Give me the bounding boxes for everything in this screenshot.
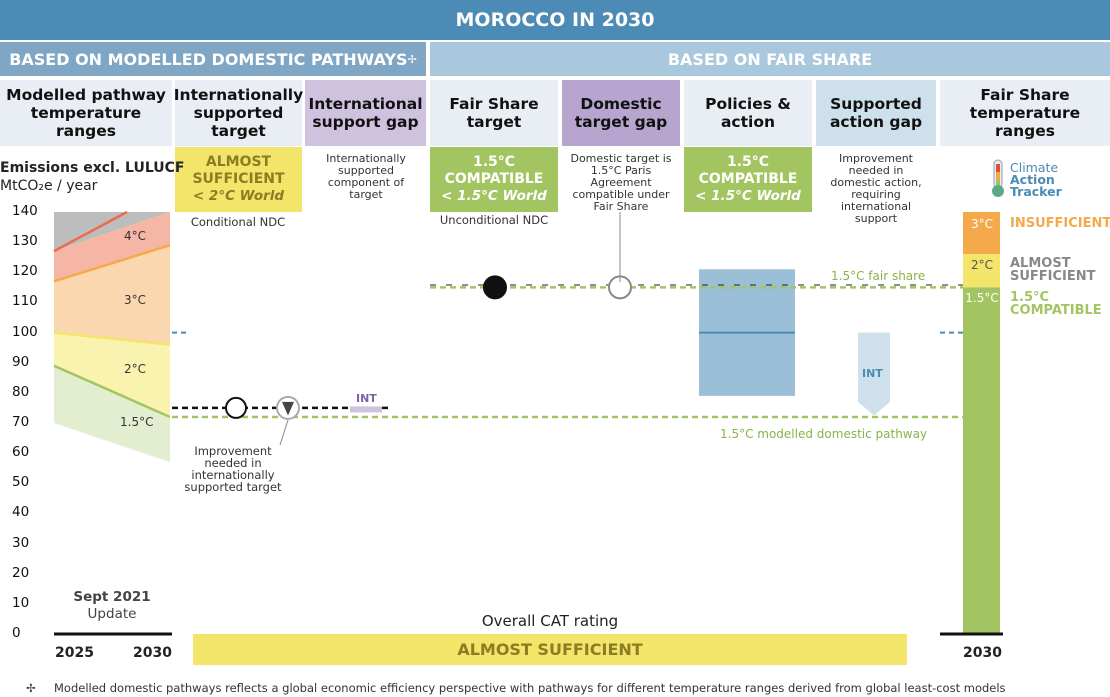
fair-scale-3c	[963, 212, 1000, 255]
note-unconditional: Unconditional NDC	[439, 213, 549, 227]
fair-tag-15c: 1.5°C	[965, 291, 999, 305]
line-3c-upper	[53, 243, 171, 283]
reference-lines	[54, 269, 1003, 636]
x-label-2025: 2025	[55, 645, 94, 661]
rating-policies-sub: < 1.5°C World	[695, 188, 801, 204]
range-label-3c: 3°C	[124, 293, 147, 307]
int-gap-bar	[350, 406, 382, 413]
range-label-4c: 4°C	[124, 229, 147, 243]
note-domestic-gap: Domestic target is 1.5°C Paris Agreement…	[570, 152, 672, 213]
col-domestic-gap: Domestic target gap	[562, 80, 680, 146]
thermometer-icon	[992, 159, 1004, 197]
chart-markers	[225, 212, 890, 446]
col-modelled-ranges: Modelled pathway temperature ranges	[0, 80, 172, 146]
col-policies: Policies & action	[684, 80, 812, 146]
band-15c	[54, 365, 170, 463]
y-tick-label: 10	[12, 594, 30, 611]
col-int-supported: Internationally supported target	[174, 80, 303, 146]
label-modelled-line: 1.5°C modelled domestic pathway	[720, 427, 928, 441]
x-label-2030: 2030	[133, 645, 172, 661]
rating-int-supported-sub: < 2°C World	[192, 188, 285, 204]
range-label-15c: 1.5°C	[120, 415, 154, 429]
y-tick-label: 70	[12, 414, 30, 430]
note-improvement: Improvement needed in internationally su…	[184, 444, 282, 494]
modelled-temperature-bands	[53, 210, 171, 463]
rating-fair-share-sub: < 1.5°C World	[441, 188, 547, 204]
y-tick-label: 50	[12, 474, 30, 491]
col-supported-gap: Supported action gap	[816, 80, 936, 146]
col-int-gap: International support gap	[305, 80, 426, 146]
overall-rating-label: Overall CAT rating	[481, 612, 619, 630]
fair-tag-3c: 3°C	[970, 217, 993, 231]
note-supported-gap: Improvement needed in domestic action, r…	[830, 152, 922, 225]
conditional-ndc-marker	[225, 396, 247, 419]
supported-gap-tag: INT	[862, 367, 883, 380]
axis-title: Emissions excl. LULUCF	[0, 160, 185, 176]
band-above-4c	[54, 212, 170, 252]
cat-logo-line1: Climate	[1010, 160, 1059, 175]
line-15c-upper	[53, 364, 171, 419]
improvement-connector	[279, 419, 289, 446]
overall-rating-value: ALMOST SUFFICIENT	[193, 634, 907, 665]
supported-gap-arrow	[858, 332, 890, 416]
note-conditional: Conditional NDC	[190, 215, 286, 229]
band-modelled-pathways: BASED ON MODELLED DOMESTIC PATHWAYS✢	[0, 42, 426, 76]
rating-fair-share: 1.5°C COMPATIBLE < 1.5°C World	[430, 147, 558, 212]
int-gap-tag: INT	[356, 392, 377, 405]
update-date: Sept 2021	[73, 589, 151, 605]
rating-policies-label: 1.5°C COMPATIBLE	[698, 154, 798, 187]
y-tick-label: 120	[12, 263, 38, 280]
y-tick-label: 80	[12, 383, 30, 400]
band-2c	[54, 332, 170, 417]
fair-scale-2c	[963, 254, 1000, 288]
y-tick-label: 100	[12, 323, 38, 340]
cat-logo-line3: Tracker	[1010, 184, 1062, 199]
fair-label-almost: ALMOST SUFFICIENT	[1010, 256, 1096, 284]
fair-tag-2c: 2°C	[970, 258, 993, 272]
band-left-mark: ✢	[407, 52, 417, 66]
band-4c	[54, 212, 170, 282]
label-fair-share-line: 1.5°C fair share	[831, 269, 926, 283]
x-label-right-2030: 2030	[963, 645, 1002, 661]
y-tick-label: 0	[12, 625, 21, 641]
rating-int-supported-label: ALMOST SUFFICIENT	[192, 154, 285, 187]
fair-label-compatible: 1.5°C COMPATIBLE	[1010, 290, 1102, 318]
fair-share-temperature-scale	[963, 212, 1000, 634]
y-tick-label: 20	[12, 564, 30, 581]
axis-unit: MtCO₂e / year	[0, 178, 98, 194]
band-3c	[54, 245, 170, 345]
fair-scale-15c	[963, 287, 1000, 634]
y-tick-label: 140	[12, 203, 38, 219]
y-tick-label: 30	[12, 534, 30, 551]
rating-fair-share-label: 1.5°C COMPATIBLE	[444, 154, 544, 187]
note-int-gap: Internationally supported component of t…	[326, 152, 406, 201]
footnote-mark: ✢	[26, 681, 36, 695]
rating-int-supported: ALMOST SUFFICIENT < 2°C World	[175, 147, 302, 212]
y-tick-label: 60	[12, 444, 30, 461]
range-label-2c: 2°C	[124, 362, 147, 376]
improvement-arrow	[282, 401, 294, 416]
fair-share-target-marker	[483, 275, 507, 300]
fair-label-insufficient: INSUFFICIENT	[1010, 216, 1110, 231]
col-fair-share: Fair Share target	[430, 80, 558, 146]
y-tick-label: 90	[12, 353, 30, 370]
cat-logo-line2: Action	[1010, 172, 1055, 187]
line-4c-upper	[53, 210, 128, 253]
col-fair-ranges: Fair Share temperature ranges	[940, 80, 1110, 146]
band-left-label: BASED ON MODELLED DOMESTIC PATHWAYS	[9, 49, 408, 69]
band-fair-share: BASED ON FAIR SHARE	[430, 42, 1110, 76]
y-tick-label: 110	[12, 293, 38, 310]
rating-policies: 1.5°C COMPATIBLE < 1.5°C World	[684, 147, 812, 212]
y-tick-label: 130	[12, 233, 38, 250]
footnote-text: Modelled domestic pathways reflects a gl…	[54, 681, 1006, 695]
y-tick-label: 40	[12, 504, 30, 521]
page-title: MOROCCO IN 2030	[0, 0, 1110, 40]
line-2c-upper	[53, 331, 171, 346]
update-label: Update	[87, 606, 137, 622]
